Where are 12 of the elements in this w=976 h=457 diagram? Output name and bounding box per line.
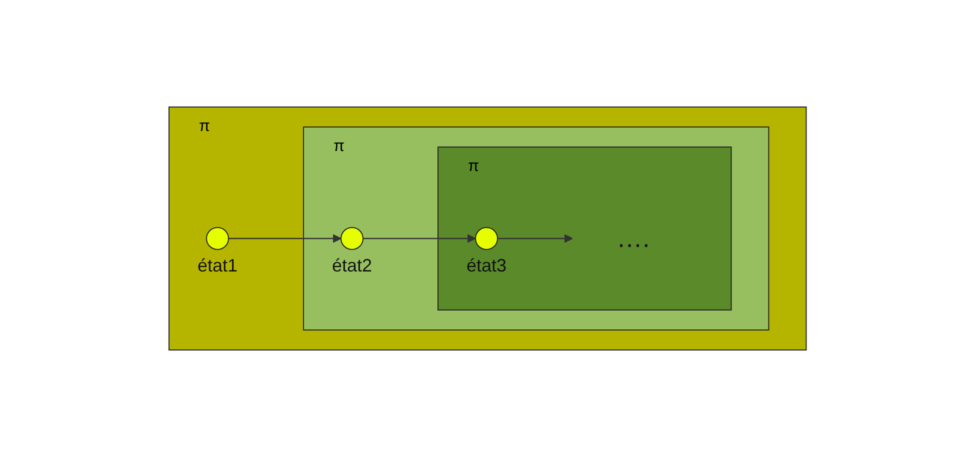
arrow [498, 234, 574, 243]
node-circle [340, 227, 364, 250]
cluster [438, 146, 732, 310]
arrow [363, 234, 476, 243]
node-circle [206, 227, 230, 250]
cluster [303, 126, 770, 330]
node-text: …. [616, 223, 650, 253]
state-label: état1 [198, 256, 238, 276]
node-circle [475, 227, 498, 250]
state-label: état2 [332, 256, 372, 276]
arrow [228, 234, 342, 243]
state-label: état3 [466, 256, 507, 276]
